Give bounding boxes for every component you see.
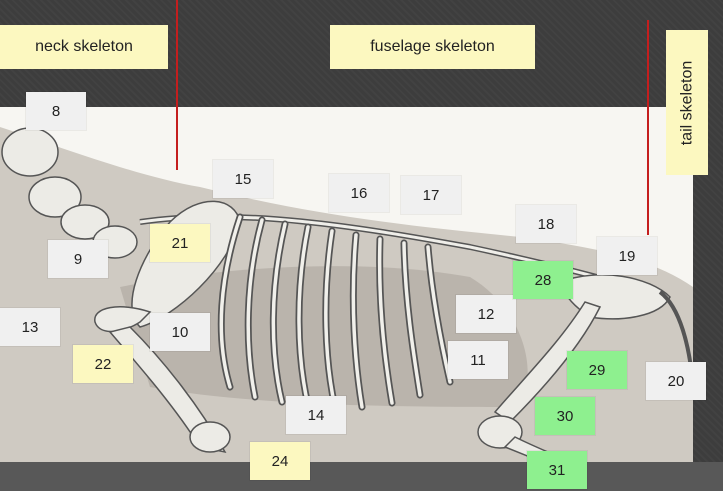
bottom-band <box>0 462 723 491</box>
label-15: 15 <box>213 160 273 198</box>
tail-region-text: tail skeleton <box>678 60 696 145</box>
label-12: 12 <box>456 295 516 333</box>
label-21: 21 <box>150 224 210 262</box>
fuselage-region-label: fuselage skeleton <box>330 25 535 69</box>
label-28: 28 <box>513 261 573 299</box>
label-29: 29 <box>567 351 627 389</box>
label-19: 19 <box>597 237 657 275</box>
neck-divider-line <box>176 0 178 170</box>
label-11: 11 <box>448 341 508 379</box>
neck-region-label: neck skeleton <box>0 25 168 69</box>
label-18: 18 <box>516 205 576 243</box>
label-14: 14 <box>286 396 346 434</box>
tail-divider-line <box>647 20 649 235</box>
label-9: 9 <box>48 240 108 278</box>
label-30: 30 <box>535 397 595 435</box>
elbow <box>190 422 230 452</box>
label-31: 31 <box>527 451 587 489</box>
label-16: 16 <box>329 174 389 212</box>
label-17: 17 <box>401 176 461 214</box>
label-8: 8 <box>26 92 86 130</box>
label-22: 22 <box>73 345 133 383</box>
label-10: 10 <box>150 313 210 351</box>
label-24: 24 <box>250 442 310 480</box>
tail-region-label: tail skeleton <box>666 30 708 175</box>
label-13: 13 <box>0 308 60 346</box>
label-20: 20 <box>646 362 706 400</box>
